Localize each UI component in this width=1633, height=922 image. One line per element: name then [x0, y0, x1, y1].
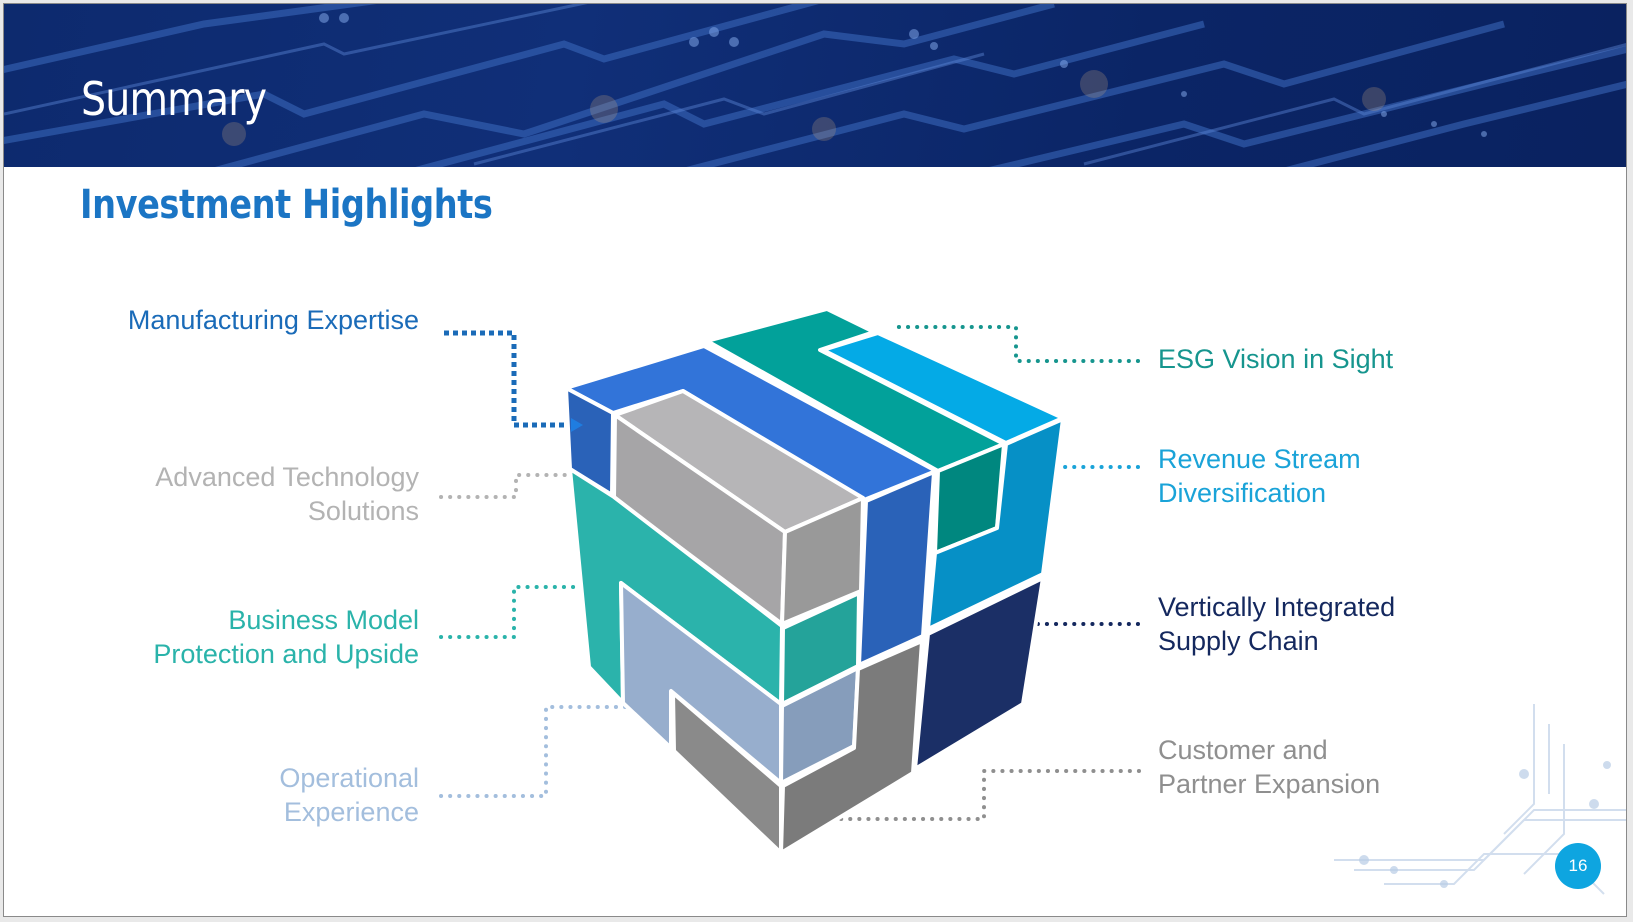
- highlight-label-line: Operational: [279, 763, 419, 793]
- leader-business-model: [439, 585, 586, 639]
- highlight-business-model: Business Model Protection and Upside: [153, 603, 419, 671]
- leader-operational: [439, 705, 653, 798]
- slide-title: Summary: [81, 72, 267, 126]
- header-banner: Summary: [4, 4, 1626, 167]
- highlight-label-line: Partner Expansion: [1158, 769, 1381, 799]
- highlight-label-line: Customer and: [1158, 735, 1328, 765]
- highlight-label-line: Vertically Integrated: [1158, 592, 1396, 622]
- highlight-label-line: Business Model: [228, 605, 419, 635]
- highlight-manufacturing-expertise: Manufacturing Expertise: [128, 303, 419, 337]
- cube-pieces: [564, 307, 1065, 855]
- highlight-label-line: Protection and Upside: [153, 639, 419, 669]
- investment-cube-diagram: [439, 307, 1141, 855]
- cube-grey-low-right: [779, 639, 924, 855]
- highlight-supply-chain: Vertically Integrated Supply Chain: [1158, 590, 1395, 658]
- highlight-label-line: Supply Chain: [1158, 626, 1319, 656]
- highlight-label-line: Experience: [283, 797, 419, 827]
- highlight-label-line: Solutions: [307, 496, 419, 526]
- highlight-label-line: Revenue Stream: [1158, 444, 1361, 474]
- leader-customer: [824, 769, 1141, 821]
- highlight-label-line: Advanced Technology: [155, 462, 419, 492]
- cube-periwinkle-left: [619, 581, 783, 785]
- leader-arrows: [571, 418, 583, 432]
- section-subtitle: Investment Highlights: [80, 182, 493, 228]
- highlight-advanced-technology: Advanced Technology Solutions: [155, 460, 419, 528]
- leader-esg: [892, 325, 1140, 363]
- highlight-label-line: Diversification: [1158, 478, 1327, 508]
- page-number-badge: 16: [1555, 843, 1601, 889]
- cube-sky-right: [926, 417, 1065, 631]
- cube-blue-front: [857, 470, 936, 667]
- cube-navy-right: [913, 576, 1045, 771]
- circuit-board-background-icon: [4, 4, 1626, 167]
- highlight-esg-vision: ESG Vision in Sight: [1158, 342, 1393, 376]
- circuit-decoration-icon: [1334, 704, 1626, 895]
- highlight-operational-experience: Operational Experience: [279, 761, 419, 829]
- highlight-customer-partner: Customer and Partner Expansion: [1158, 733, 1380, 801]
- arrowhead-icon: [571, 418, 583, 432]
- slide: Summary Investment Highlights Manufactur…: [3, 3, 1627, 917]
- highlight-label-line: ESG Vision in Sight: [1158, 344, 1394, 374]
- highlight-revenue-stream: Revenue Stream Diversification: [1158, 442, 1361, 510]
- highlight-label-line: Manufacturing Expertise: [127, 305, 419, 335]
- leader-manufacturing: [444, 330, 573, 428]
